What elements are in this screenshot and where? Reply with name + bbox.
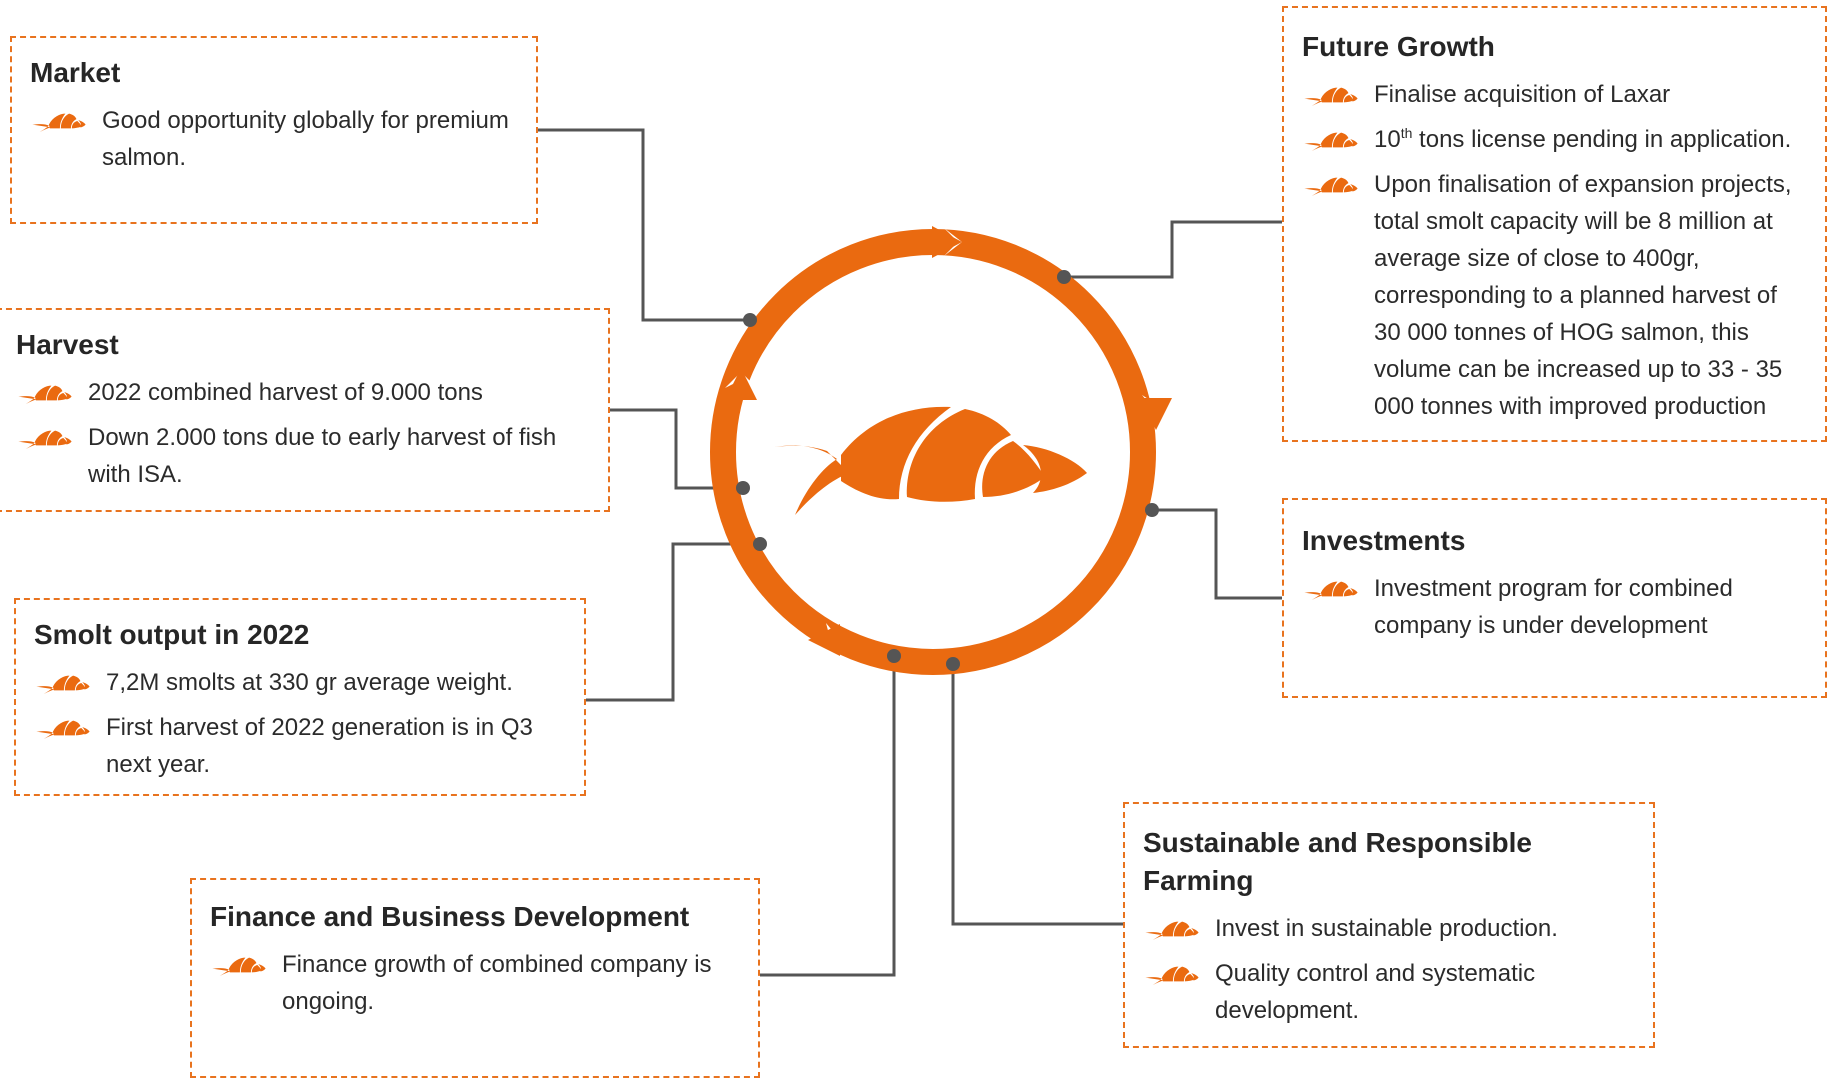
finance-box: Finance and Business Development Finance… <box>190 878 760 1078</box>
ordinal-suffix: th <box>1400 125 1413 141</box>
list-item-text: Quality control and systematic developme… <box>1215 960 1536 1024</box>
connector-dot <box>1057 270 1071 284</box>
list-item: 7,2M smolts at 330 gr average weight. <box>34 664 566 701</box>
connector-lines <box>538 128 1282 977</box>
connector-sustainable <box>951 664 1123 926</box>
market-box: Market Good opportunity globally for pre… <box>10 36 538 224</box>
harvest-box: Harvest 2022 combined harvest of 9.000 t… <box>0 308 610 512</box>
connector-dot <box>736 481 750 495</box>
bullet-list: Investment program for combined company … <box>1302 570 1807 644</box>
connector-dot <box>753 537 767 551</box>
salmon-bullet-icon <box>1145 966 1199 985</box>
connector-dot <box>743 313 757 327</box>
list-item-text: Investment program for combined company … <box>1374 575 1733 639</box>
salmon-bullet-icon <box>1145 921 1199 940</box>
salmon-bullet-icon <box>1304 87 1358 106</box>
list-item: First harvest of 2022 generation is in Q… <box>34 709 566 783</box>
salmon-bullet-icon <box>18 385 72 404</box>
box-title: Future Growth <box>1302 31 1495 62</box>
connector-future <box>1064 220 1282 279</box>
list-item-text: Upon finalisation of expansion projects,… <box>1374 171 1792 420</box>
bullet-list: Finance growth of combined company is on… <box>210 946 740 1020</box>
connector-dot <box>1145 503 1159 517</box>
list-item-text: 7,2M smolts at 330 gr average weight. <box>106 669 513 696</box>
list-item: Upon finalisation of expansion projects,… <box>1302 166 1807 425</box>
box-title: Market <box>30 57 121 88</box>
license-number: 10 <box>1374 126 1401 153</box>
list-item-text: 10th tons license pending in application… <box>1374 121 1791 158</box>
list-item: Finalise acquisition of Laxar <box>1302 76 1807 113</box>
salmon-bullet-icon <box>212 957 266 976</box>
cycle-arrows-icon <box>710 226 1172 675</box>
connector-dot <box>887 649 901 663</box>
list-item-text: Finance growth of combined company is on… <box>282 951 712 1015</box>
salmon-bullet-icon <box>32 113 86 132</box>
connector-dot <box>946 657 960 671</box>
license-text: tons license pending in application. <box>1412 126 1792 153</box>
salmon-bullet-icon <box>36 720 90 739</box>
list-item: Invest in sustainable production. <box>1143 910 1635 947</box>
investments-box: Investments Investment program for combi… <box>1282 498 1827 698</box>
bullet-list: Invest in sustainable production. Qualit… <box>1143 910 1635 1029</box>
salmon-bullet-icon <box>18 430 72 449</box>
future-growth-box: Future Growth Finalise acquisition of La… <box>1282 6 1827 442</box>
salmon-bullet-icon <box>36 675 90 694</box>
connector-investments <box>1152 508 1282 600</box>
box-title: Smolt output in 2022 <box>34 619 310 650</box>
connector-finance <box>760 656 896 977</box>
sustainable-box: Sustainable and Responsible Farming Inve… <box>1123 802 1655 1048</box>
list-item: Down 2.000 tons due to early harvest of … <box>16 419 590 493</box>
list-item: Good opportunity globally for premium sa… <box>30 102 518 176</box>
bullet-list: 7,2M smolts at 330 gr average weight. Fi… <box>34 664 566 783</box>
list-item-text: Down 2.000 tons due to early harvest of … <box>88 424 557 488</box>
salmon-bullet-icon <box>1304 581 1358 600</box>
bullet-list: 2022 combined harvest of 9.000 tons Down… <box>16 374 590 493</box>
connector-smolt <box>586 542 760 702</box>
connector-market <box>538 128 750 322</box>
salmon-bullet-icon <box>1304 177 1358 196</box>
bullet-list: Finalise acquisition of Laxar 10th tons … <box>1302 76 1807 425</box>
box-title: Finance and Business Development <box>210 901 690 932</box>
salmon-icon <box>775 406 1087 515</box>
list-item: 10th tons license pending in application… <box>1302 121 1807 158</box>
box-title: Sustainable and Responsible Farming <box>1143 827 1532 896</box>
list-item: Finance growth of combined company is on… <box>210 946 740 1020</box>
list-item-text: Invest in sustainable production. <box>1215 915 1558 942</box>
list-item-text: Good opportunity globally for premium sa… <box>102 107 509 171</box>
list-item-text: First harvest of 2022 generation is in Q… <box>106 714 533 778</box>
list-item-text: Finalise acquisition of Laxar <box>1374 81 1671 108</box>
box-title: Investments <box>1302 525 1466 556</box>
list-item: Quality control and systematic developme… <box>1143 955 1635 1029</box>
list-item-text: 2022 combined harvest of 9.000 tons <box>88 379 483 406</box>
box-title: Harvest <box>16 329 119 360</box>
list-item: 2022 combined harvest of 9.000 tons <box>16 374 590 411</box>
salmon-bullet-icon <box>1304 132 1358 151</box>
smolt-box: Smolt output in 2022 7,2M smolts at 330 … <box>14 598 586 796</box>
connector-harvest <box>610 408 743 490</box>
list-item: Investment program for combined company … <box>1302 570 1807 644</box>
bullet-list: Good opportunity globally for premium sa… <box>30 102 518 176</box>
